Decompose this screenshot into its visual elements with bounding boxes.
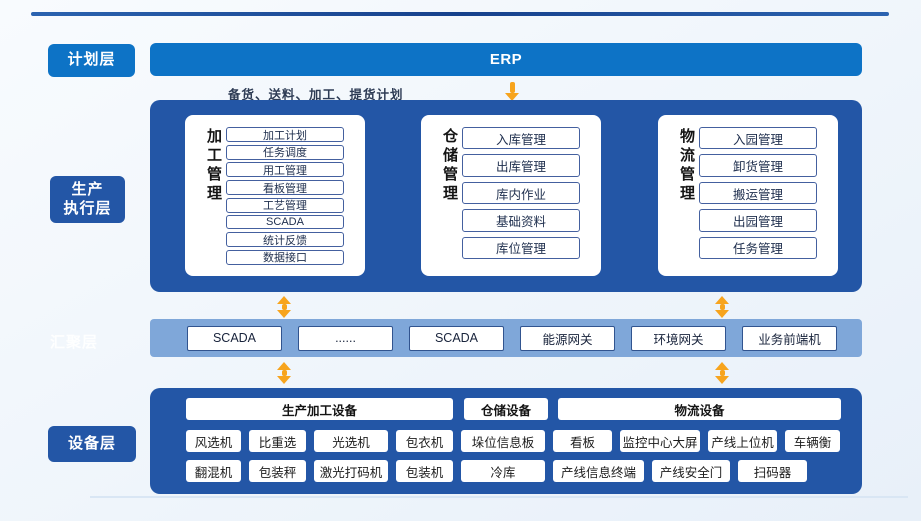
aggregation-layer-label: 汇聚层 [50,334,99,351]
updown-arrow-icon [715,296,729,318]
module-item: 入园管理 [699,127,817,150]
device-item: 产线上位机 [708,430,777,452]
device-item: 光选机 [314,430,388,452]
arrow-head-up [277,296,291,304]
arrow-head-up [715,296,729,304]
device-row-1: 风选机 比重选 光选机 包衣机 垛位信息板 看板 监控中心大屏 产线上位机 车辆… [186,430,840,452]
updown-arrow-icon [277,296,291,318]
down-arrow-icon [505,82,519,101]
erp-bar: ERP [150,43,862,76]
aggregation-item: 环境网关 [631,325,726,351]
device-header: 仓储设备 [464,398,548,420]
module-item: 看板管理 [226,180,344,196]
plan-flow-caption: 备货、送料、加工、提货计划 [228,88,404,102]
module-item: SCADA [226,215,344,230]
module-item: 用工管理 [226,162,344,178]
module-group-warehouse: 仓储管理 入库管理 出库管理 库内作业 基础资料 库位管理 [421,115,601,276]
module-item: 库内作业 [462,181,580,205]
updown-arrow-icon [277,362,291,384]
planning-layer-label-text: 计划层 [67,51,116,69]
execution-layer-box: 加工管理 加工计划 任务调度 用工管理 看板管理 工艺管理 SCADA 统计反馈… [150,100,862,292]
device-header-row: 生产加工设备 仓储设备 物流设备 [186,398,841,420]
bottom-divider [90,496,908,498]
module-item: 统计反馈 [226,232,344,248]
device-item: 监控中心大屏 [620,430,700,452]
aggregation-item: 业务前端机 [742,325,837,351]
module-item: 出园管理 [699,209,817,232]
arrow-stem [719,370,725,376]
down-arrow-stem [509,82,515,93]
arrow-stem [281,304,287,310]
module-item: 工艺管理 [226,197,344,213]
group-title-warehouse: 仓储管理 [441,128,458,204]
device-item: 产线信息终端 [553,460,644,482]
device-layer-label-text: 设备层 [67,434,116,452]
group-items-logistics: 入园管理 卸货管理 搬运管理 出园管理 任务管理 [697,127,817,264]
device-item: 垛位信息板 [461,430,545,452]
group-title-processing: 加工管理 [205,128,222,204]
erp-bar-text: ERP [489,51,523,68]
arrow-head-down [715,310,729,318]
device-item: 产线安全门 [652,460,730,482]
group-items-warehouse: 入库管理 出库管理 库内作业 基础资料 库位管理 [460,127,580,264]
group-items-processing: 加工计划 任务调度 用工管理 看板管理 工艺管理 SCADA 统计反馈 数据接口 [224,127,344,265]
module-item: 入库管理 [462,127,580,150]
aggregation-item: 能源网关 [520,325,615,351]
device-item: 包衣机 [396,430,453,452]
arrow-head-down [715,376,729,384]
device-item: 扫码器 [738,460,807,482]
device-item: 翻混机 [186,460,241,482]
device-header: 生产加工设备 [186,398,453,420]
module-group-logistics: 物流管理 入园管理 卸货管理 搬运管理 出园管理 任务管理 [658,115,838,276]
device-header: 物流设备 [558,398,841,420]
execution-layer-label: 生产 执行层 [50,176,125,223]
device-item: 比重选 [249,430,306,452]
device-item: 车辆衡 [785,430,840,452]
device-layer-label: 设备层 [48,426,136,462]
module-item: 任务管理 [699,236,817,260]
updown-arrow-icon [715,362,729,384]
module-item: 卸货管理 [699,154,817,177]
device-item: 风选机 [186,430,241,452]
device-item: 激光打码机 [314,460,388,482]
arrow-head-up [277,362,291,370]
module-item: 任务调度 [226,144,344,160]
top-divider [31,12,889,16]
module-item: 搬运管理 [699,181,817,205]
module-item: 出库管理 [462,154,580,177]
arrow-head-down [277,376,291,384]
device-item: 包装秤 [249,460,306,482]
arrow-stem [719,304,725,310]
aggregation-item: SCADA [409,325,504,351]
device-row-2: 翻混机 包装秤 激光打码机 包装机 冷库 产线信息终端 产线安全门 扫码器 [186,460,807,482]
planning-layer-label: 计划层 [48,44,135,77]
execution-layer-label-line2: 执行层 [63,199,112,217]
device-item: 看板 [553,430,612,452]
module-group-processing: 加工管理 加工计划 任务调度 用工管理 看板管理 工艺管理 SCADA 统计反馈… [185,115,365,276]
arrow-head-down [277,310,291,318]
aggregation-bar: SCADA ...... SCADA 能源网关 环境网关 业务前端机 [150,319,862,357]
module-item: 加工计划 [226,127,344,142]
module-item: 数据接口 [226,249,344,265]
group-title-logistics: 物流管理 [678,128,695,204]
execution-layer-label-line1: 生产 [71,180,104,198]
arrow-head-up [715,362,729,370]
module-item: 基础资料 [462,209,580,232]
down-arrow-head [505,93,519,101]
aggregation-item: ...... [298,325,393,351]
device-item: 冷库 [461,460,545,482]
device-layer-box: 生产加工设备 仓储设备 物流设备 风选机 比重选 光选机 包衣机 垛位信息板 看… [150,388,862,494]
device-item: 包装机 [396,460,453,482]
module-item: 库位管理 [462,236,580,260]
aggregation-item: SCADA [187,325,282,351]
arrow-stem [281,370,287,376]
